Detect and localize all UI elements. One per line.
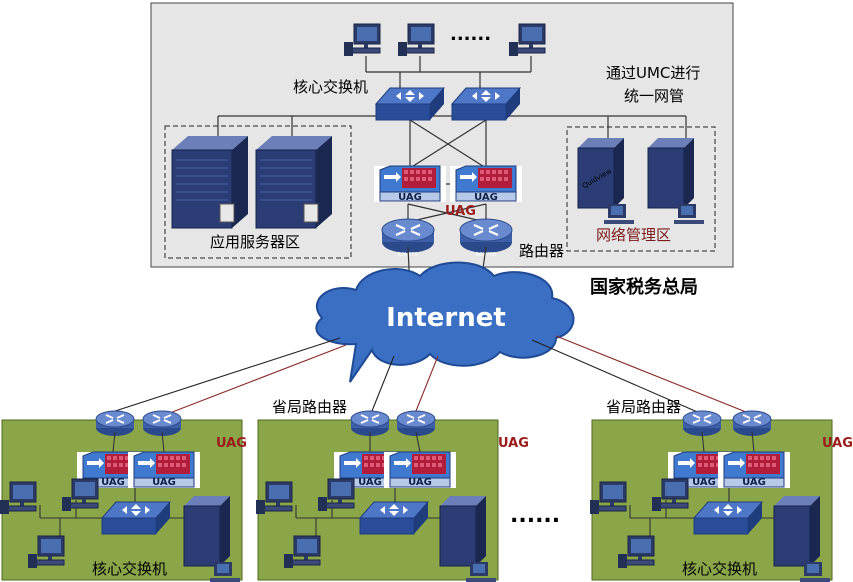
uag-device-text: UAG (408, 477, 432, 488)
branch-router-caption: 省局路由器 (272, 398, 347, 416)
branch-uag-label: UAG (216, 436, 247, 451)
router-device-text: ROUTER (476, 252, 497, 258)
app-zone-label: 应用服务器区 (210, 233, 300, 251)
hq-umc-note-line1: 通过UMC进行 (606, 64, 700, 82)
hq-core-switch-label: 核心交换机 (293, 78, 368, 96)
branch-uag-label: UAG (498, 436, 529, 451)
hq-core-switch-icon (451, 87, 521, 121)
branch-ellipsis: ...... (510, 503, 560, 528)
mgmt-zone (566, 126, 716, 252)
internet-cloud: Internet (315, 261, 575, 383)
hq-router-label: 路由器 (519, 242, 564, 260)
hq-uag-label: UAG (445, 204, 476, 219)
app-server-icon (255, 135, 333, 229)
uag-device-text: UAG (692, 477, 716, 488)
branch-core-switch-label: 核心交换机 (92, 560, 167, 578)
app-server-icon (171, 135, 249, 229)
hq-title: 国家税务总局 (590, 276, 698, 298)
internet-label: Internet (386, 303, 506, 333)
branch-core-switch-icon (101, 501, 171, 535)
hq-umc-note-line2: 统一网管 (624, 87, 684, 105)
hq-pc-ellipsis: ...... (450, 24, 491, 45)
app-server-zone (164, 125, 352, 259)
branch-core-switch-label: 核心交换机 (682, 560, 757, 578)
mgmt-zone-label: 网络管理区 (596, 226, 671, 244)
hq-panel (150, 2, 734, 268)
branch-core-switch-icon (359, 501, 429, 535)
branch-router-caption: 省局路由器 (606, 398, 681, 416)
uag-device-text: UAG (742, 477, 766, 488)
branch-core-switch-icon (693, 501, 763, 535)
uag-device-text: UAG (358, 477, 382, 488)
uag-device-text: UAG (398, 192, 422, 203)
hq-core-switch-icon (375, 87, 445, 121)
uag-device-text: UAG (152, 477, 176, 488)
uag-device-text: UAG (474, 192, 498, 203)
uag-device-text: UAG (101, 477, 125, 488)
branch-uag-label: UAG (822, 436, 853, 451)
